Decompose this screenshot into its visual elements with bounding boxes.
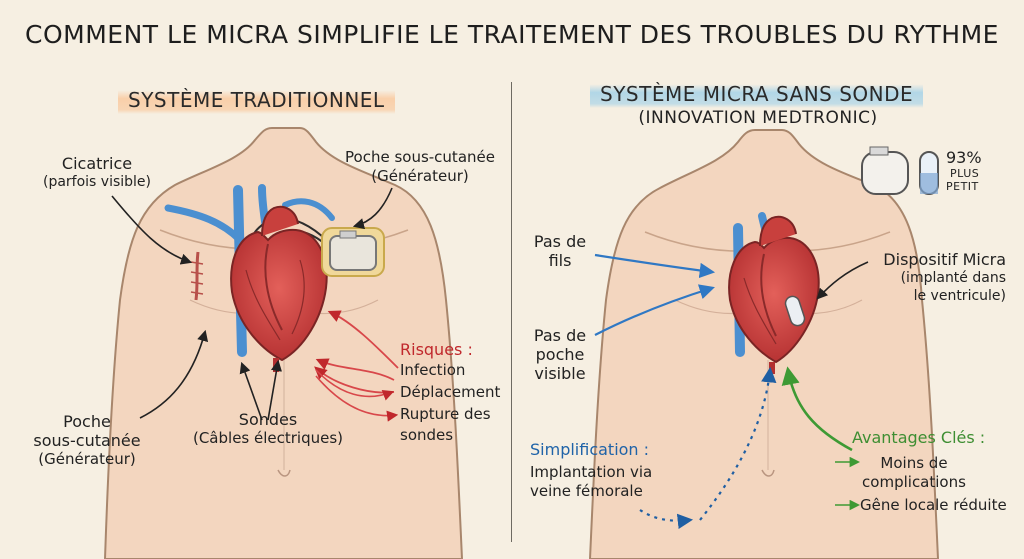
advantages-title: Avantages Clés : [852,428,1022,447]
size-comparison-icons [862,147,938,194]
no-pocket-label: Pas de poche visible [522,326,598,383]
advantage-item-2: Gêne locale réduite [860,496,1020,515]
size-label: 93% PLUS PETIT [946,148,1006,193]
generator-device [322,228,384,276]
risks-title: Risques : [400,340,520,359]
risk-item: sondes [400,425,520,445]
right-subheading: (INNOVATION MEDTRONIC) [588,108,928,128]
no-wires-label: Pas de fils [522,232,598,270]
pocket-bottom-label: Poche sous-cutanée (Générateur) [22,412,152,469]
scar-label: Cicatrice (parfois visible) [22,154,172,191]
risk-item: Déplacement [400,381,520,403]
left-heading: SYSTÈME TRADITIONNEL [118,86,395,114]
device-label: Dispositif Micra (implanté dans le ventr… [856,250,1006,305]
panel-divider [511,82,512,542]
pocket-top-label: Poche sous-cutanée (Générateur) [330,148,510,186]
risks-block: Risques : Infection Déplacement Rupture … [400,340,520,445]
advantages-block: Avantages Clés : [852,428,1022,447]
leads-label: Sondes (Câbles électriques) [178,410,358,448]
risk-item: Infection [400,359,520,381]
simplification-title: Simplification : [530,440,690,459]
risk-item: Rupture des [400,403,520,425]
advantage-item-1: Moins de complications [858,454,970,492]
right-heading: SYSTÈME MICRA SANS SONDE [590,80,923,108]
page-title: COMMENT LE MICRA SIMPLIFIE LE TRAITEMENT… [0,20,1024,49]
simplification-block: Simplification : Implantation via veine … [530,440,690,501]
